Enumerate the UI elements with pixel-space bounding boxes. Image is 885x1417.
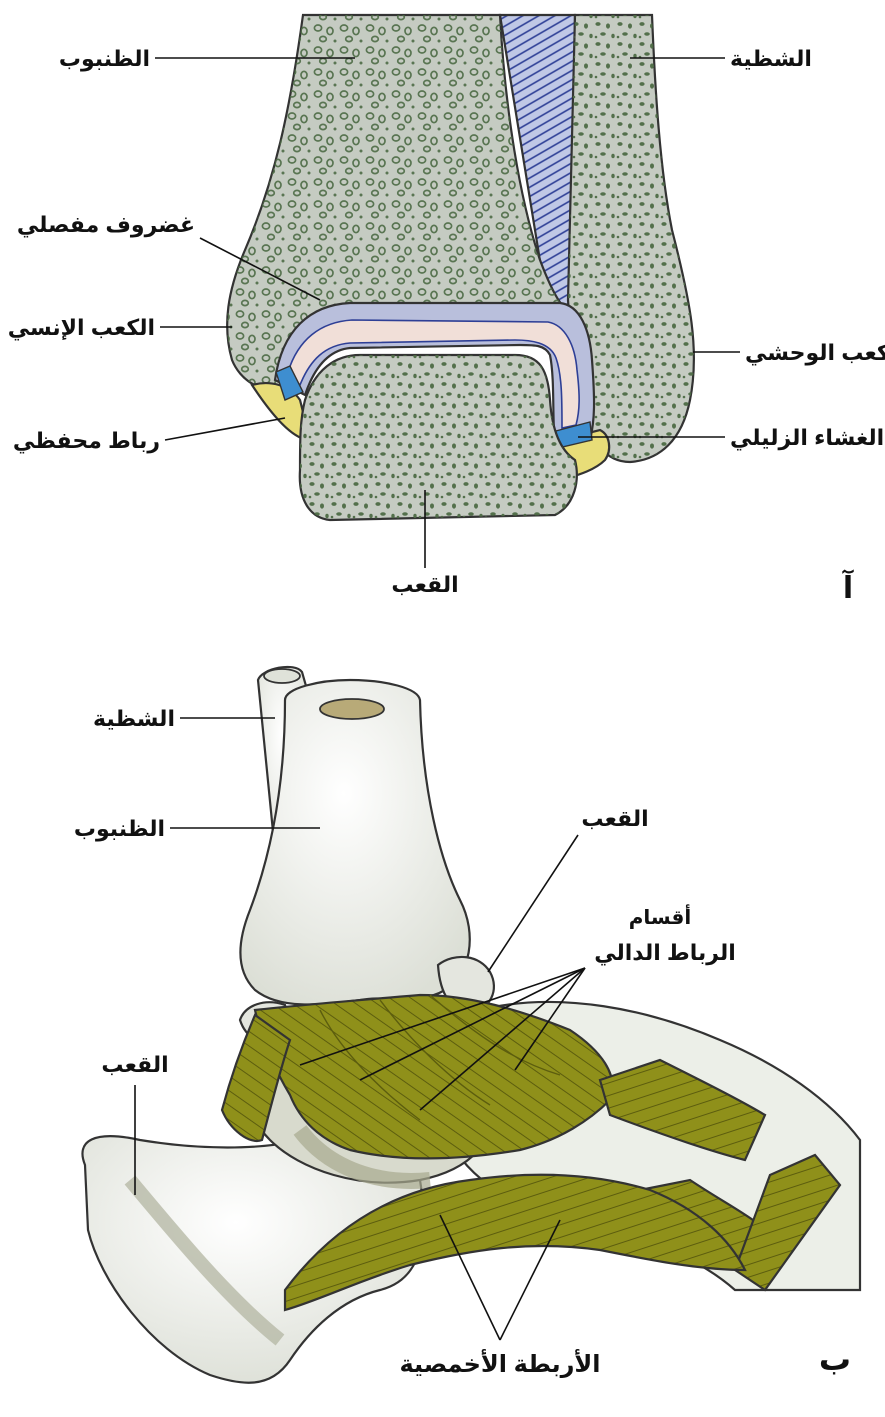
calcaneus-bone xyxy=(81,1135,425,1384)
label-tibia-b: الظنبوب xyxy=(74,816,165,842)
synovial-membrane-medial xyxy=(275,365,304,401)
label-synovial-membrane: الغشاء الزليلي xyxy=(730,425,884,451)
dorsal-ligament-3 xyxy=(733,1153,842,1292)
talus-section xyxy=(298,353,578,522)
label-deltoid-line2: الرباط الدالي xyxy=(594,940,736,966)
label-lateral-malleolus: الكعب الوحشي xyxy=(745,340,885,366)
dorsal-ligament-1 xyxy=(598,1058,767,1162)
label-tibia-a: الظنبوب xyxy=(59,46,150,72)
panel-b-marker: ب xyxy=(819,1341,851,1377)
label-articular-cartilage: غضروف مفصلي xyxy=(17,212,195,238)
label-calcaneus: القعب xyxy=(101,1052,168,1077)
synovial-fluid xyxy=(287,319,580,429)
label-capsular-ligament: رباط محفظي xyxy=(13,428,160,454)
label-plantar-ligaments: الأربطة الأخمصية xyxy=(399,1349,600,1378)
label-medial-malleolus: الكعب الإنسي xyxy=(8,315,155,341)
panel-b: الشظية الظنبوب القعب أقسام الرباط الدالي… xyxy=(74,665,862,1384)
panel-a-marker: آ xyxy=(842,569,854,605)
panel-a: الظنبوب الشظية غضروف مفصلي الكعب الإنسي … xyxy=(8,13,885,605)
label-deltoid-line1: أقسام xyxy=(629,903,691,929)
label-talus-a: القعب xyxy=(391,572,458,597)
deltoid-ligament xyxy=(220,993,614,1160)
label-fibula-b: الشظية xyxy=(93,706,175,731)
label-talus-b: القعب xyxy=(581,806,648,831)
tibia-section xyxy=(226,13,576,390)
plantar-ligaments-band xyxy=(283,1173,747,1312)
label-fibula-a: الشظية xyxy=(730,46,812,71)
